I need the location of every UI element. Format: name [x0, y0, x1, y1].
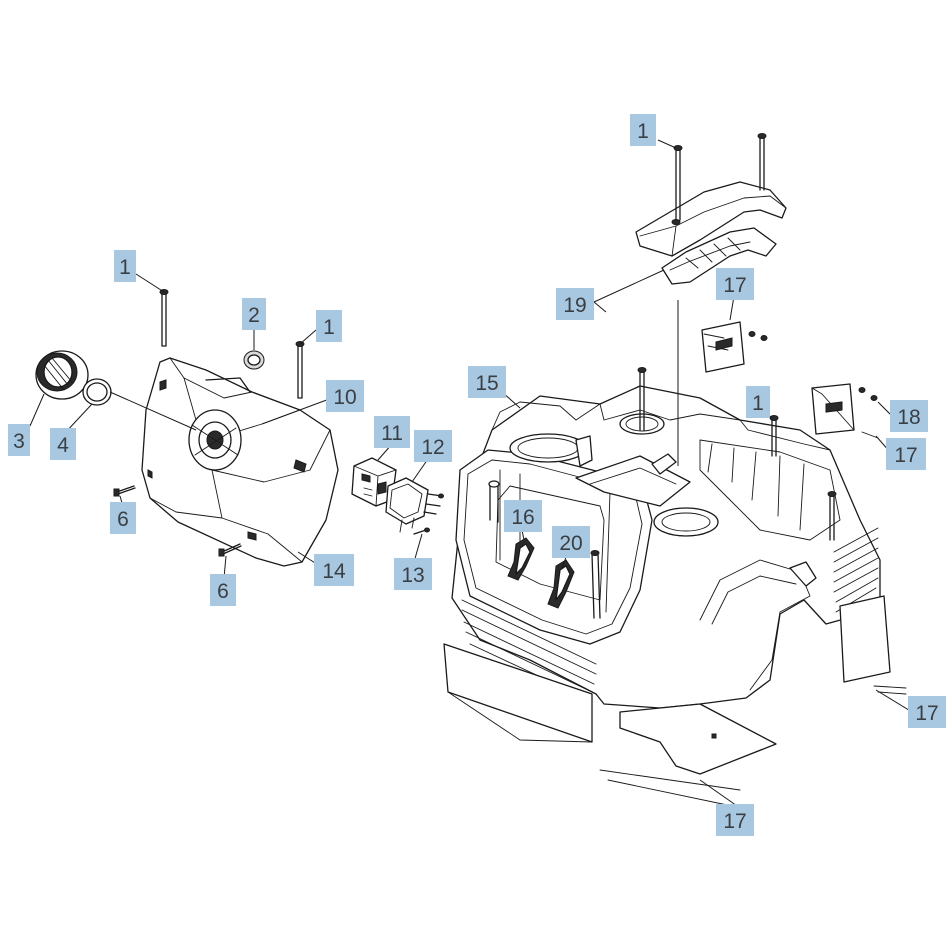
part-13-small-screw [413, 527, 430, 535]
part-17-foam-pad-right [811, 383, 879, 439]
part-2-seal-ring [243, 350, 265, 370]
svg-text:20: 20 [559, 532, 582, 555]
callout-4: 4 [50, 428, 76, 460]
callout-13: 13 [394, 558, 432, 590]
svg-text:16: 16 [511, 506, 534, 529]
callout-3: 3 [8, 424, 30, 456]
part-1-screw-left-a [159, 289, 169, 347]
svg-text:6: 6 [217, 580, 229, 603]
svg-text:11: 11 [381, 422, 403, 445]
svg-text:2: 2 [248, 304, 260, 327]
svg-text:15: 15 [475, 372, 498, 395]
part-17-foam-pad-upper [701, 321, 768, 373]
callout-19: 19 [556, 288, 594, 320]
svg-text:1: 1 [752, 392, 764, 415]
callout-12: 12 [414, 430, 452, 462]
svg-text:14: 14 [322, 560, 346, 583]
part-15-base-housing [451, 367, 881, 717]
part-11-switch [351, 457, 397, 507]
callout-14: 14 [314, 554, 354, 586]
part-3-cap [35, 350, 89, 400]
svg-text:1: 1 [323, 316, 335, 339]
part-6-screw-a [113, 485, 136, 497]
part-10-side-cover [141, 357, 339, 567]
callout-16: 16 [504, 500, 542, 532]
svg-text:17: 17 [723, 810, 746, 833]
callout-6-b: 6 [210, 574, 236, 606]
callout-17-side: 17 [908, 696, 946, 728]
svg-text:17: 17 [723, 274, 746, 297]
svg-text:17: 17 [894, 444, 917, 467]
callout-10: 10 [326, 380, 364, 412]
callout-17-right: 17 [886, 438, 926, 470]
part-17-foam-pad-bottom [599, 703, 777, 807]
part-6-screw-b [218, 543, 242, 557]
callout-2: 2 [242, 298, 266, 330]
part-19-top-handle [635, 133, 787, 285]
svg-text:13: 13 [401, 564, 424, 587]
part-17-foam-pad-front [443, 643, 593, 743]
callout-17-bottom: 17 [716, 804, 754, 836]
part-12-connector [385, 477, 444, 533]
svg-text:1: 1 [637, 120, 649, 143]
callout-17-upper: 17 [716, 268, 754, 300]
svg-text:12: 12 [421, 436, 444, 459]
svg-text:4: 4 [57, 434, 69, 457]
part-17-shim-lines [873, 685, 907, 695]
leader-lines [29, 139, 913, 809]
svg-text:6: 6 [117, 508, 129, 531]
callout-6-a: 6 [110, 502, 136, 534]
part-1-screw-left-b [295, 341, 305, 399]
svg-text:19: 19 [563, 294, 586, 317]
part-17-foam-pad-side [839, 595, 891, 683]
svg-text:18: 18 [897, 406, 920, 429]
callout-1-left-top: 1 [114, 250, 136, 282]
callout-11: 11 [374, 416, 410, 448]
callout-18: 18 [890, 400, 928, 432]
callout-1-right-top: 1 [630, 114, 656, 146]
svg-text:17: 17 [915, 702, 938, 725]
part-4-seal-ring [82, 378, 112, 406]
callout-1-left-mid: 1 [316, 310, 342, 342]
callout-15: 15 [468, 366, 506, 398]
svg-text:3: 3 [13, 430, 25, 453]
svg-text:10: 10 [333, 386, 356, 409]
svg-text:1: 1 [119, 256, 131, 279]
callout-1-right-mid: 1 [746, 386, 770, 418]
callout-20: 20 [552, 526, 590, 558]
